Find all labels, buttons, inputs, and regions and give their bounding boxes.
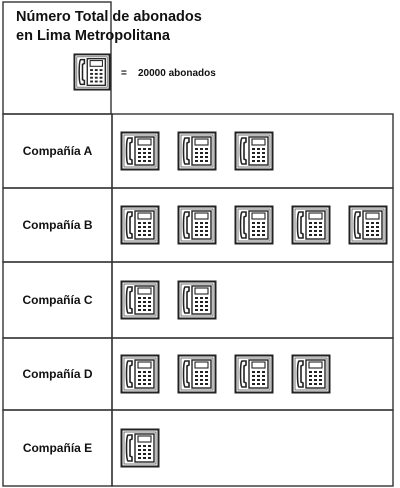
telephone-icon bbox=[234, 131, 274, 171]
telephone-icon bbox=[234, 354, 274, 394]
telephone-icon bbox=[120, 354, 160, 394]
telephone-icon bbox=[177, 354, 217, 394]
category-label: Compañía B bbox=[22, 218, 92, 232]
telephone-icon bbox=[348, 205, 388, 245]
legend-equals: = bbox=[121, 68, 127, 79]
telephone-icon bbox=[234, 205, 274, 245]
telephone-icon bbox=[120, 428, 160, 468]
telephone-icon bbox=[177, 280, 217, 320]
telephone-icon bbox=[120, 131, 160, 171]
pictogram-rows: Compañía A Compañía B Compañía C Compañía D… bbox=[2, 113, 394, 487]
chart-title-line-1: Número Total de abonados bbox=[16, 9, 202, 25]
telephone-icon bbox=[291, 205, 331, 245]
chart-title-line-2: en Lima Metropolitana bbox=[16, 28, 171, 44]
legend-telephone-icon bbox=[73, 53, 111, 91]
category-label: Compañía E bbox=[23, 441, 92, 455]
category-label: Compañía A bbox=[23, 144, 93, 158]
row-icon-cell bbox=[111, 409, 394, 487]
category-label: Compañía C bbox=[22, 293, 92, 307]
legend-label: 20000 abonados bbox=[138, 68, 216, 79]
telephone-icon bbox=[120, 205, 160, 245]
telephone-icon bbox=[177, 205, 217, 245]
category-label: Compañía D bbox=[22, 367, 92, 381]
telephone-icon bbox=[120, 280, 160, 320]
telephone-icon bbox=[291, 354, 331, 394]
telephone-icon bbox=[177, 131, 217, 171]
